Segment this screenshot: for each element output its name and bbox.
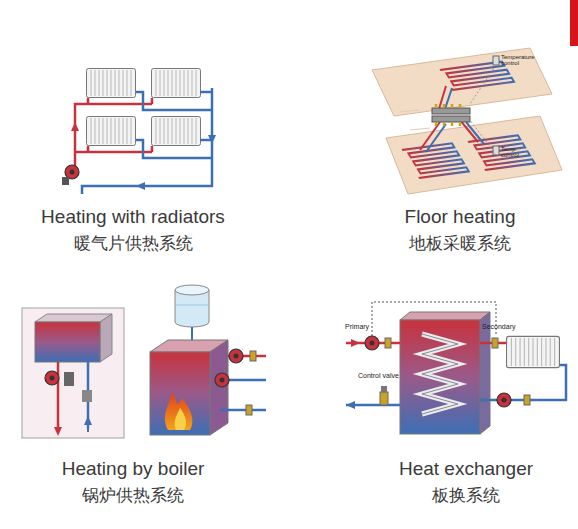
primary-return [346,404,400,407]
heat-exchanger [400,320,480,434]
control-valve [380,392,388,405]
exchanger-plates [422,334,458,414]
flow-arrow [140,185,150,187]
pump-hub [220,378,225,383]
radiator [152,69,201,98]
floor-plate [372,48,552,116]
caption-cn: 暖气片供热系统 [3,234,263,254]
wall-boiler [35,322,100,362]
valve [62,177,69,185]
manifold-valve [436,104,460,126]
control-wire [470,65,496,155]
caption: Heat exchanger [336,458,578,480]
supply-pipe [75,98,152,166]
radiator [152,117,201,146]
boiler-system [22,285,266,438]
caption: Heating with radiators [3,206,263,228]
callout-label: Temperature control [501,54,541,67]
water-level [176,305,208,306]
thermostat [493,56,499,65]
flow-arrow [87,420,89,432]
exchanger-side [480,312,490,434]
unit-top [35,314,112,322]
heating-coil [402,143,469,178]
thermostat [493,146,499,155]
return-pipe [426,88,484,152]
manifold [432,108,470,114]
pump [45,371,59,385]
flow-arrow [57,420,59,432]
pump-hub [370,341,375,346]
valve [385,338,391,348]
floor-plate [386,116,562,194]
valve [64,372,74,386]
flow-arrow [74,126,76,134]
valve [492,338,498,348]
flow-arrow [348,342,356,344]
pump-hub [234,354,239,359]
pump-hub [70,170,75,175]
pipe-label: Primary [345,323,385,330]
return-pipe [82,88,212,194]
pipe-label: Secondary [482,323,532,330]
flow-arrow [350,404,360,406]
flame-core [175,408,186,430]
valve-label: Control valve [358,372,408,379]
heat-exchanger-system [346,302,566,434]
pump-hub [502,398,507,403]
valve [82,390,92,402]
caption: Floor heating [330,206,578,228]
wall-unit-frame [22,308,124,438]
secondary-return [480,365,566,400]
manifold [432,116,470,122]
pump [497,393,511,407]
plate-edge [400,110,430,130]
exchanger-plates [422,334,458,414]
caption-cn: 锅炉供热系统 [3,486,263,506]
valve [524,395,530,405]
radiator [87,117,136,146]
pump-hub [50,376,55,381]
valve [250,351,256,361]
caption-cn: 地板采暖系统 [330,234,578,254]
callout-label: Temp control [501,146,531,159]
floor-heating-system [372,48,562,194]
flow-arrow [211,130,213,140]
radiator-system [62,69,212,195]
pump [365,336,379,350]
radiator [87,69,136,98]
corner-mark [570,0,578,46]
boiler [150,352,210,435]
caption: Heating by boiler [3,458,263,480]
unit-side [100,314,112,362]
valve [246,405,252,415]
boiler-side [210,340,228,435]
pump [229,349,243,363]
exchanger-top [400,312,490,320]
valve-actuator [381,386,387,392]
expansion-tank [175,290,209,327]
pump [65,165,79,179]
flame [165,392,192,430]
pump [215,373,229,387]
supply-pipe [57,362,60,428]
caption-cn: 板换系统 [336,486,578,506]
tank-top [175,285,209,295]
radiator [507,336,560,367]
